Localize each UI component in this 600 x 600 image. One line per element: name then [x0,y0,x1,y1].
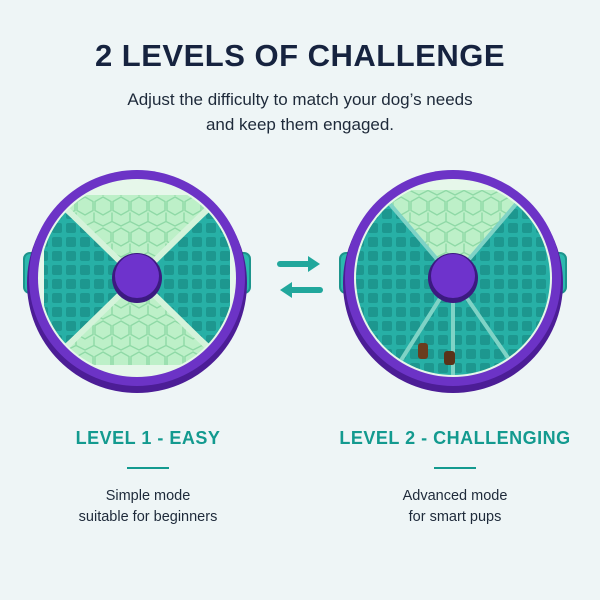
page-title: 2 LEVELS OF CHALLENGE [94,38,506,73]
swap-arrows-icon [277,256,323,298]
subtitle-line-1: Adjust the difficulty to match your dog’… [127,90,473,109]
level-1-description: Simple mode suitable for beginners [18,486,278,528]
level-1-desc-line-1: Simple mode [105,488,191,504]
page-subtitle: Adjust the difficulty to match your dog’… [60,87,540,137]
level-2-title: LEVEL 2 - CHALLENGING [339,428,571,448]
level-1-title: LEVEL 1 - EASY [75,428,221,448]
level-2-desc-line-1: Advanced mode [402,488,508,504]
level-2-desc-line-2: for smart pups [408,509,502,525]
puzzle-feeder-challenging-image [339,170,567,393]
level-2-divider [434,467,476,469]
level-1-desc-line-2: suitable for beginners [78,509,218,525]
subtitle-line-2: and keep them engaged. [205,115,395,134]
level-1-divider [127,467,169,469]
level-2-description: Advanced mode for smart pups [325,486,585,528]
puzzle-feeder-easy-image [23,170,251,393]
